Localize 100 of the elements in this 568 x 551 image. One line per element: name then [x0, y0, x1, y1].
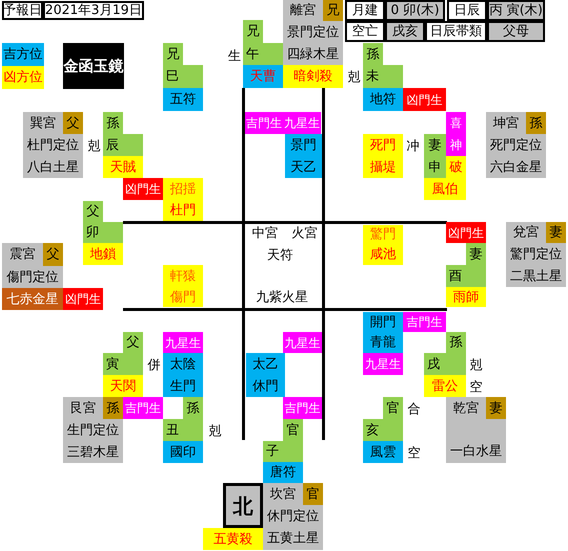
relation-mark: 剋 — [86, 138, 102, 155]
relation-mark: 空 — [406, 444, 422, 462]
palace-cell: 生門定位 — [63, 419, 123, 441]
auspicious-cell: 風雲 — [363, 441, 403, 463]
generation-tag: 吉門生 — [403, 312, 446, 332]
table-cell: 丙 寅(木) — [487, 0, 545, 21]
generation-tag: 凶門生 — [63, 288, 103, 310]
palace-cell: 杜門定位 — [23, 134, 83, 156]
branch-cell: 兄 — [163, 43, 183, 65]
relation-cell: 父 — [63, 112, 83, 134]
generation-tag: 凶門生 — [123, 178, 163, 200]
relation-cell: 孫 — [103, 397, 123, 419]
relation-mark: 剋 — [468, 356, 484, 374]
direction-cell: 北 — [223, 483, 263, 528]
relation-mark: 火宮 — [290, 225, 318, 242]
relation-mark: 天符 — [266, 246, 294, 264]
relation-mark: 生 — [227, 48, 242, 65]
auspicious-cell: 天曹 — [243, 65, 283, 88]
palace-cell: 震宮 — [2, 243, 43, 266]
generation-tag: 吉門生 — [245, 112, 283, 134]
auspicious-cell: 吉方位 — [2, 43, 44, 66]
relation-mark: 九紫火星 — [255, 288, 309, 306]
relation-mark: 中宮 — [251, 225, 279, 242]
branch-cell: 孫 — [183, 397, 203, 419]
palace-cell: 兌宮 — [506, 222, 546, 243]
inauspicious-cell: 驚門 — [363, 225, 403, 243]
table-cell: 父母 — [487, 21, 545, 42]
relation-cell: 孫 — [526, 112, 546, 134]
relation-mark: 冲 — [406, 138, 420, 155]
palace-cell: 三碧木星 — [63, 441, 123, 463]
palace-cell: 一白水星 — [446, 419, 506, 463]
auspicious-cell: 國印 — [163, 441, 203, 463]
inauspicious-cell: 五黄殺 — [203, 528, 263, 550]
inauspicious-cell: 招揺 — [163, 178, 203, 200]
branch-cell: 官 — [383, 397, 403, 419]
palace-cell: 四緑木星 — [283, 43, 343, 65]
branch-cell: 父 — [83, 201, 103, 222]
table-cell: 0 卯(木) — [385, 0, 445, 21]
branch-cell: 亥 — [363, 419, 403, 441]
inauspicious-cell: 天賊 — [103, 156, 143, 178]
generation-tag: 神 — [446, 134, 466, 156]
auspicious-cell: 地符 — [363, 88, 403, 111]
auspicious-cell: 唐符 — [263, 462, 303, 483]
palace-cell: 景門定位 — [283, 21, 343, 43]
relation-mark: 併 — [146, 356, 162, 374]
branch-cell: 丑 — [163, 419, 203, 441]
generation-tag: 喜 — [446, 112, 466, 134]
inauspicious-cell: 攝堤 — [363, 156, 403, 178]
branch-cell: 申 — [424, 156, 446, 178]
palace-cell: 二黒土星 — [506, 265, 566, 287]
inauspicious-cell: 咸池 — [363, 243, 403, 265]
branch-cell: 妻 — [466, 243, 486, 265]
inauspicious-cell: 死門 — [363, 134, 403, 156]
generation-tag: 吉門生 — [283, 397, 322, 419]
palace-cell: 艮宮 — [63, 397, 103, 419]
inauspicious-cell: 杜門 — [163, 200, 203, 221]
branch-cell: 寅 — [103, 353, 143, 375]
auspicious-cell: 五符 — [163, 88, 203, 111]
relation-mark: 空 — [468, 378, 484, 396]
generation-tag: 九星生 — [283, 112, 321, 134]
branch-cell: 酉 — [446, 265, 486, 287]
inauspicious-cell: 暗剣殺 — [283, 65, 343, 88]
branch-cell: 孫 — [363, 43, 383, 65]
branch-cell: 子 — [263, 441, 303, 462]
generation-tag: 九星生 — [163, 332, 203, 353]
relation-cell: 兄 — [323, 0, 343, 21]
table-cell: 日辰 — [447, 0, 487, 21]
inauspicious-cell: 破 — [446, 156, 466, 178]
inauspicious-cell: 傷門 — [163, 287, 203, 307]
auspicious-cell: 青龍 — [363, 332, 403, 353]
palace-cell: 坎宮 — [263, 483, 303, 505]
branch-cell: 兄 — [243, 20, 263, 43]
table-cell: 日辰帯類 — [425, 21, 487, 42]
table-cell: 月建 — [345, 0, 385, 21]
generation-tag: 九星生 — [363, 353, 403, 375]
table-cell: 戌亥 — [385, 21, 425, 42]
relation-cell: 妻 — [486, 397, 506, 419]
relation-cell: 妻 — [546, 222, 566, 243]
inauspicious-cell: 天関 — [103, 375, 143, 397]
auspicious-cell: 太乙 — [246, 353, 285, 375]
palace-cell: 驚門定位 — [506, 243, 566, 265]
generation-tag: 凶門生 — [446, 222, 486, 243]
palace-cell: 五黄土星 — [263, 527, 323, 550]
branch-cell: 官 — [283, 419, 303, 441]
branch-cell: 午 — [243, 43, 283, 65]
generation-tag: 九星生 — [283, 332, 322, 353]
palace-cell: 八白土星 — [23, 156, 83, 178]
auspicious-cell: 太陰 — [163, 353, 203, 375]
palace-cell: 死門定位 — [486, 134, 546, 156]
palace-cell: 坤宮 — [486, 112, 526, 134]
star-cell: 七赤金星 — [2, 288, 63, 310]
inauspicious-cell: 雨師 — [446, 287, 486, 307]
palace-cell: 傷門定位 — [2, 266, 63, 288]
auspicious-cell: 景門 — [285, 134, 322, 156]
relation-cell: 父 — [43, 243, 63, 266]
table-cell: 2021年3月19日 — [43, 1, 144, 20]
relation-mark: 合 — [406, 400, 422, 418]
auspicious-cell: 開門 — [363, 312, 403, 332]
palace-cell: 休門定位 — [263, 505, 323, 527]
palace-cell: 乾宮 — [446, 397, 486, 419]
